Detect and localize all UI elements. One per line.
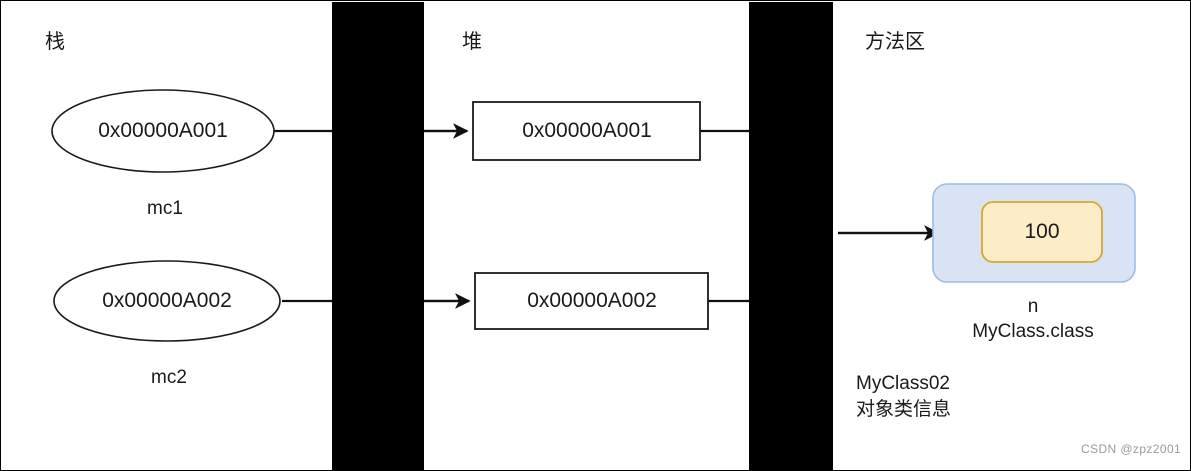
class-object-field-name: n	[1027, 296, 1039, 317]
stack-slot-caption-2: mc2	[151, 367, 187, 388]
heap-object-value-1: 0x00000A001	[522, 119, 652, 142]
divider-heap-method-area	[749, 2, 833, 470]
watermark-label: CSDN @zpz2001	[1081, 442, 1182, 456]
method-area-region-title: 方法区	[865, 31, 925, 53]
heap-object-value-2: 0x00000A002	[527, 289, 657, 312]
stack-slot-caption-1: mc1	[147, 198, 183, 219]
stack-region-title: 栈	[45, 31, 65, 53]
stack-slot-ellipse-2[interactable]	[53, 260, 281, 342]
heap-region-title: 堆	[462, 31, 482, 53]
stack-slot-value-1: 0x00000A001	[98, 119, 228, 142]
stack-slot-ellipse-1[interactable]	[51, 89, 275, 173]
class-object-field-value: 100	[1024, 220, 1060, 243]
class-object-class-name: MyClass.class	[972, 321, 1094, 342]
class-object-field-box[interactable]	[981, 201, 1103, 263]
heap-object-rect-1[interactable]	[472, 101, 701, 161]
divider-stack-heap	[332, 2, 424, 470]
stack-slot-value-2: 0x00000A002	[102, 289, 232, 312]
heap-object-rect-2[interactable]	[474, 272, 709, 330]
method-area-note-2: 对象类信息	[856, 399, 952, 420]
method-area-note-1: MyClass02	[856, 373, 950, 394]
